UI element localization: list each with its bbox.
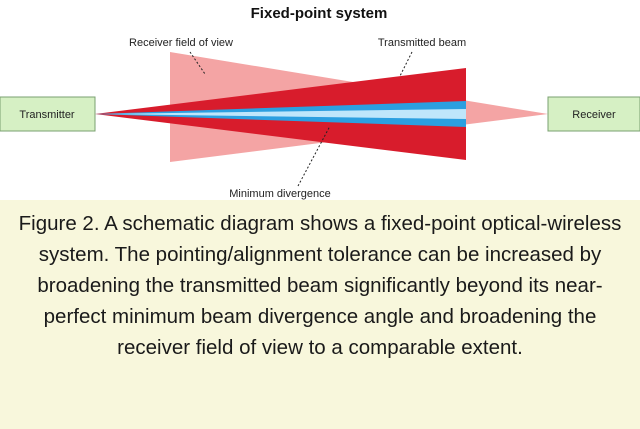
diagram-title: Fixed-point system xyxy=(251,5,388,22)
beam-core-shape xyxy=(100,109,466,119)
optical-system-schematic: Fixed-point system Transmitter Receiver … xyxy=(0,5,640,200)
transmitter-box xyxy=(0,96,96,132)
receiver-fov-leader-line xyxy=(189,51,206,75)
receiver-box xyxy=(547,96,640,132)
transmitted-beam-leader-line xyxy=(399,51,413,77)
minimum-divergence-label: Minimum divergence xyxy=(229,188,330,200)
receiver-fov-label: Receiver field of view xyxy=(129,37,233,49)
caption-box: Figure 2. A schematic diagram shows a fi… xyxy=(0,200,640,429)
figure-caption: Figure 2. A schematic diagram shows a fi… xyxy=(18,212,622,359)
minimum-divergence-leader-line xyxy=(297,125,331,187)
transmitter-label: Transmitter xyxy=(19,109,75,121)
receiver-label: Receiver xyxy=(572,109,616,121)
transmitted-beam-label: Transmitted beam xyxy=(378,37,466,49)
diagram-area: Fixed-point system Transmitter Receiver … xyxy=(0,0,640,200)
